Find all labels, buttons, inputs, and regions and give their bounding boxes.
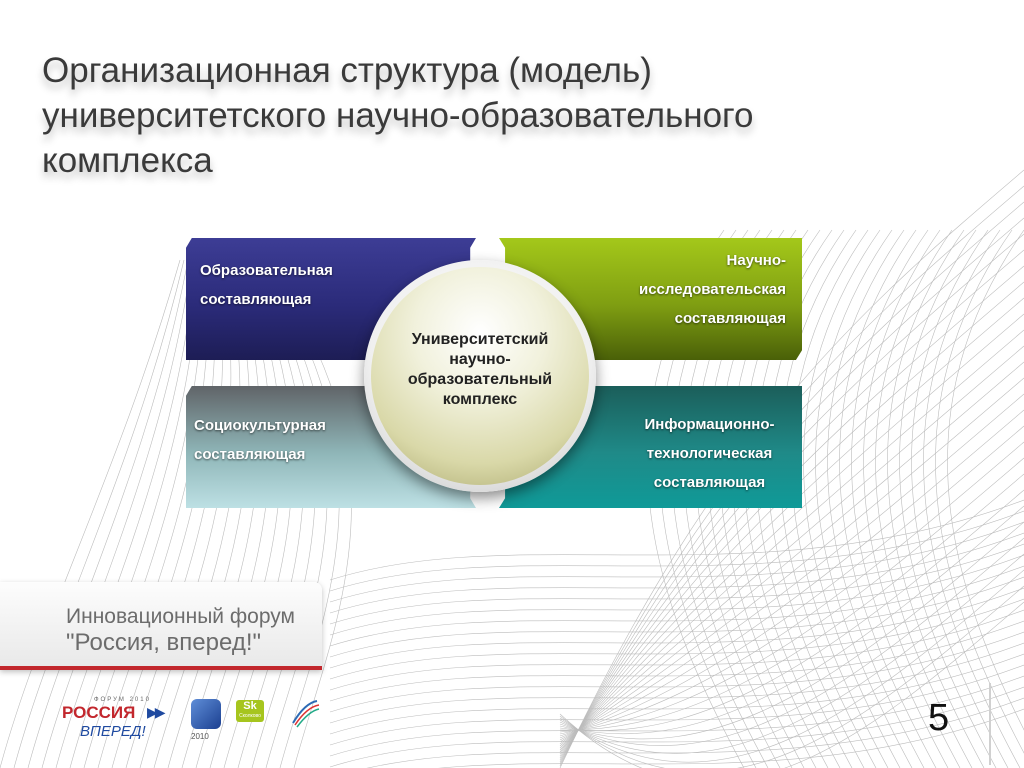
partner-logo-icon bbox=[191, 699, 221, 729]
slide-title: Организационная структура (модель) униве… bbox=[42, 51, 754, 180]
russia-logo-text: РОССИЯ bbox=[62, 703, 136, 722]
arrows-icon: ▶▶ bbox=[147, 704, 165, 720]
it-block: Информационно- технологическая составляю… bbox=[499, 386, 802, 508]
forum-slogan: "Россия, вперед!" bbox=[66, 629, 262, 656]
skolkovo-logo: Sk Сколково bbox=[236, 700, 264, 722]
page-number-rule bbox=[989, 683, 991, 765]
partner-logo-label: 2010 bbox=[191, 732, 209, 741]
center-circle bbox=[371, 267, 589, 485]
forum-panel bbox=[0, 582, 322, 670]
skolkovo-logo-text: Sk bbox=[243, 700, 257, 712]
forum-accent-line bbox=[0, 666, 322, 670]
vpered-logo-text: ВПЕРЕД! bbox=[80, 723, 146, 740]
ministry-logo-icon bbox=[292, 700, 320, 728]
page-number: 5 bbox=[928, 697, 950, 739]
forum-year-label: ФОРУМ 2010 bbox=[94, 697, 151, 703]
forum-name: Инновационный форум bbox=[66, 605, 295, 628]
center-label: Университетский научно- образовательный … bbox=[407, 331, 553, 408]
skolkovo-logo-subtitle: Сколково bbox=[239, 713, 261, 719]
